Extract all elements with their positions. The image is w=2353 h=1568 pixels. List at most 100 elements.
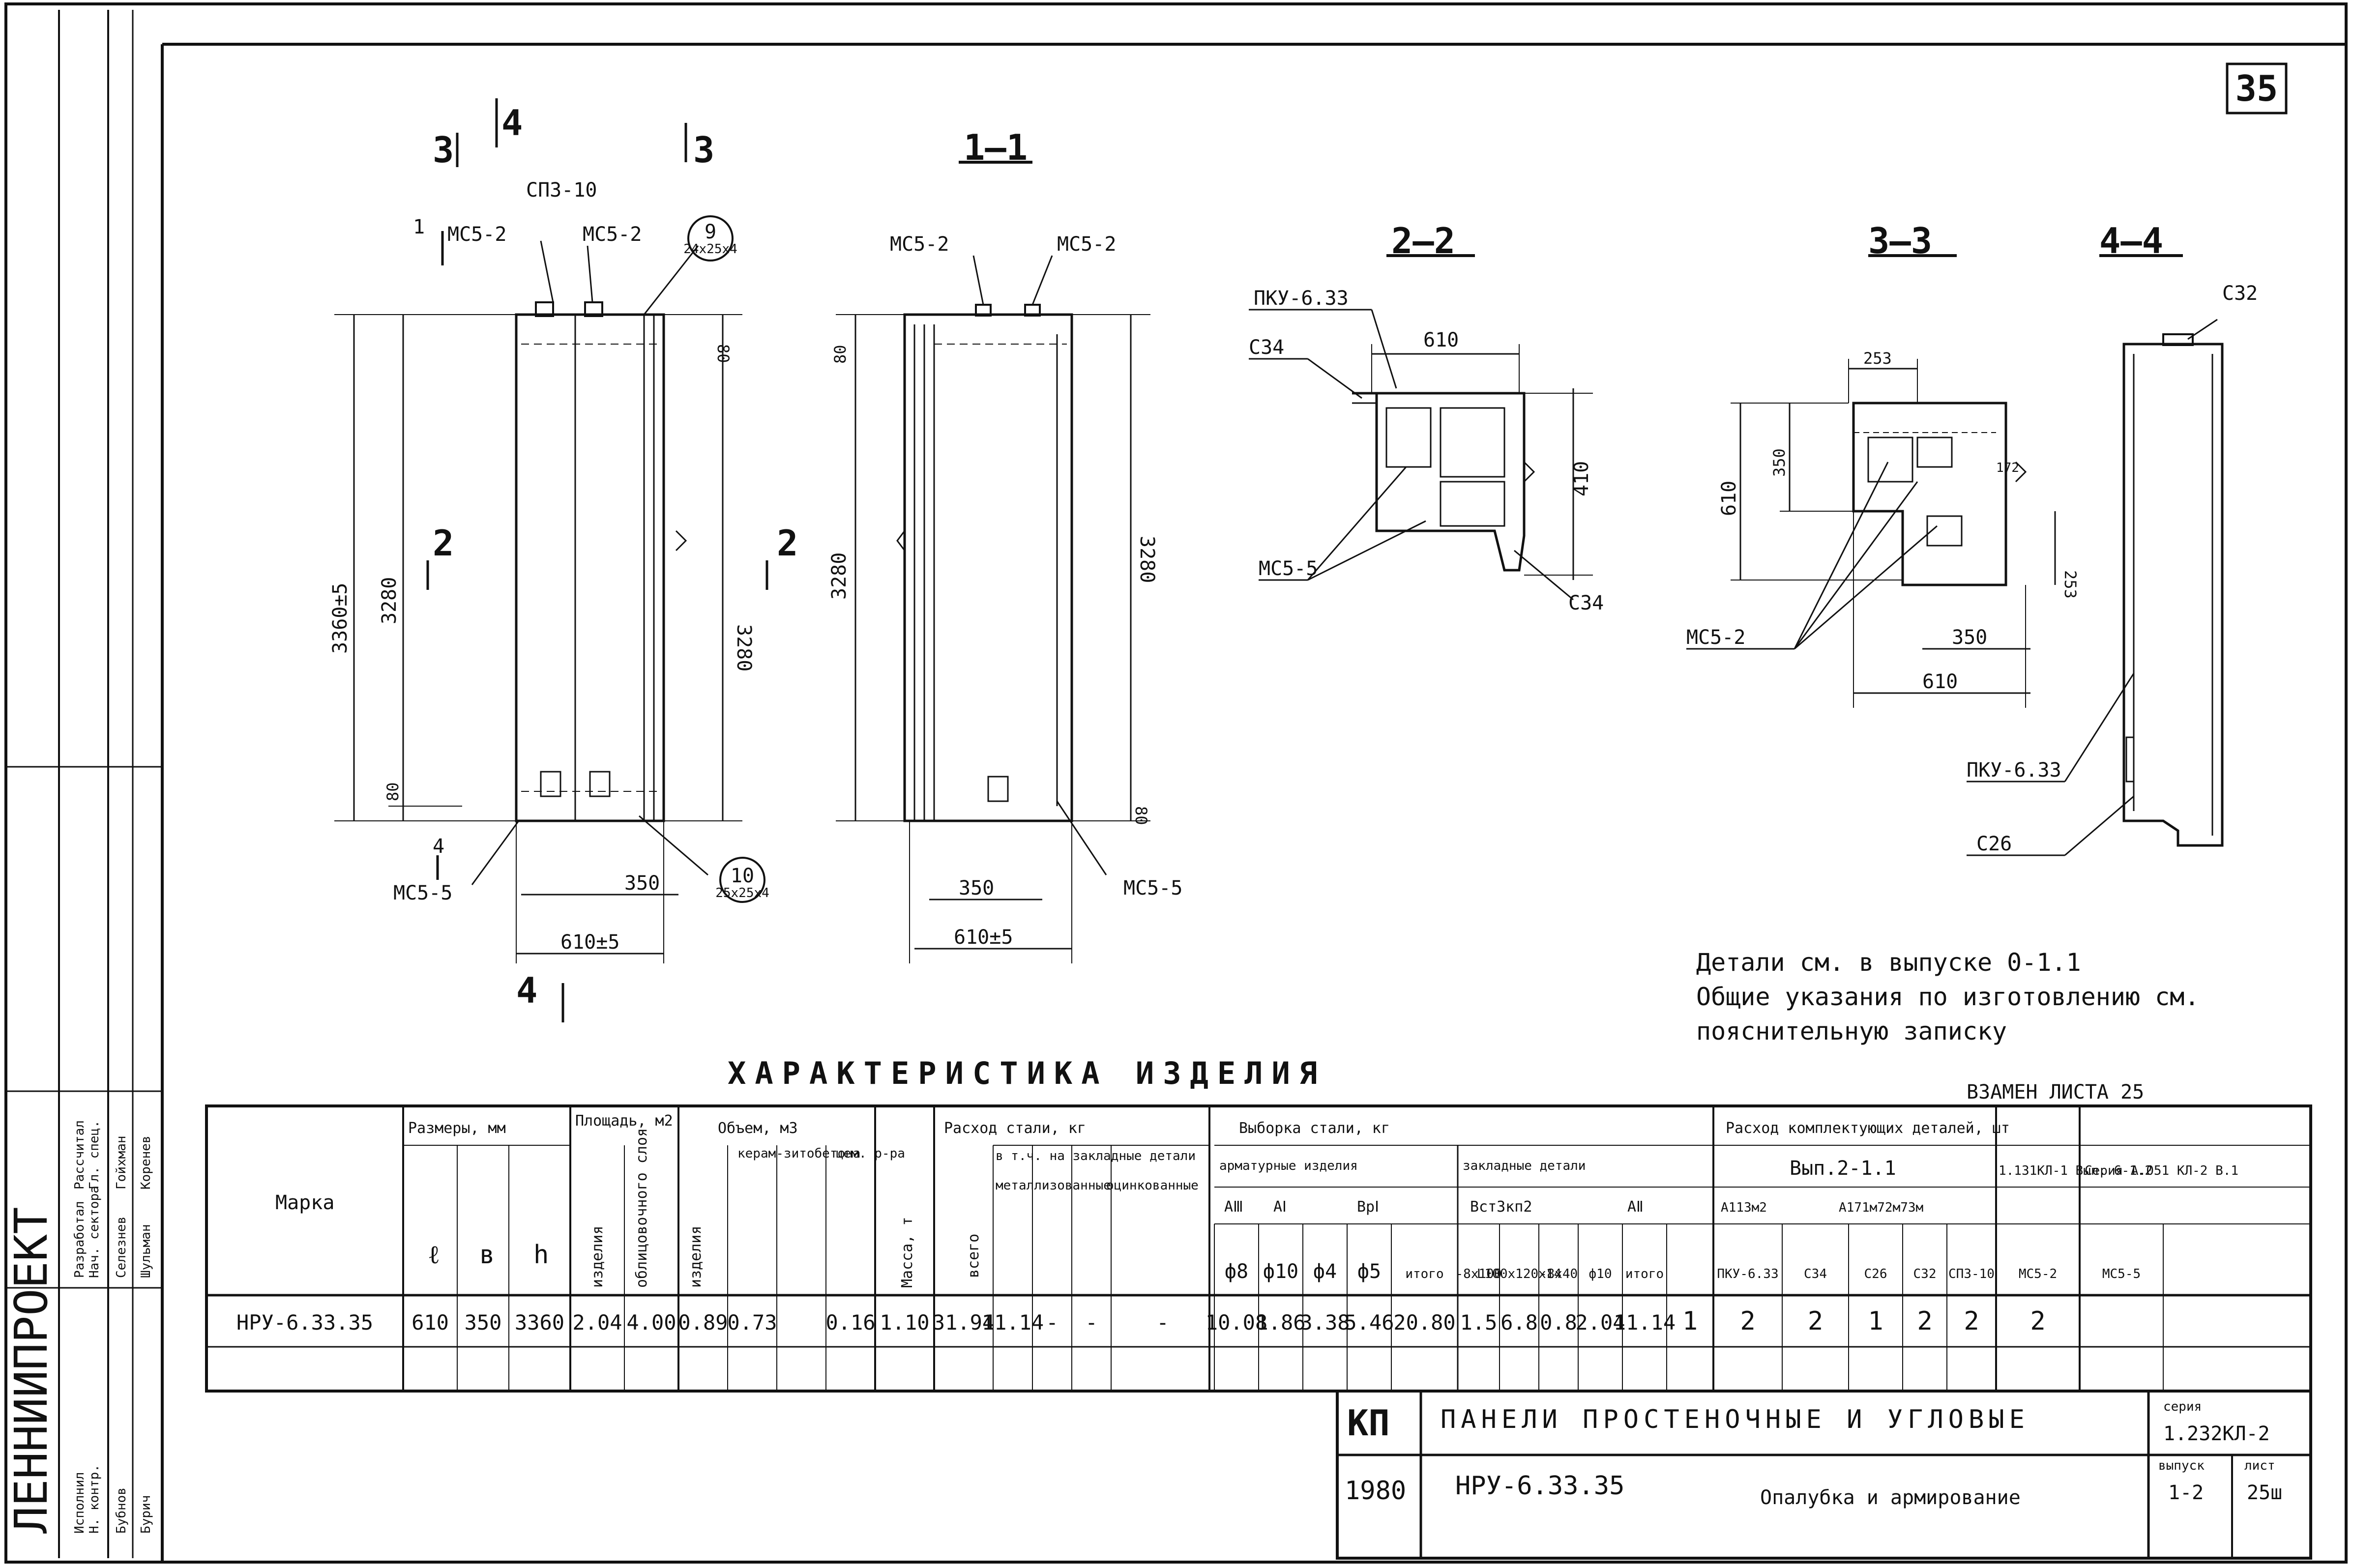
s33-label-ms5-2: МС5-2 [1686,626,1745,649]
table-cell: 1 [1868,1307,1883,1336]
section-2-2-title: 2—2 [1391,220,1455,261]
table-header: Марка Размеры, мм ℓ в h Площадь, м2 изде… [275,1112,2238,1288]
th-embedded-a2: АⅡ [1627,1198,1644,1216]
title-block-text: КП ПАНЕЛИ ПРОСТЕНОЧНЫЕ И УГЛОВЫЕ серия 1… [1345,1399,2282,1509]
table-cell: 1 [1682,1307,1698,1336]
th-rebar-size: ф5 [1357,1260,1381,1283]
th-dimensions: Размеры, мм [408,1120,506,1137]
th-volume-product: изделия [687,1226,705,1288]
sheet-number-box: 35 [2226,62,2288,115]
side-name-0: Селезнев [114,1217,129,1278]
th-dim-b: в [479,1240,495,1270]
callout-9-num: 9 [705,221,716,243]
side-name-1: Гойхман [114,1135,129,1190]
th-volume-keramzit: керам-зитобетона [737,1146,860,1161]
table-cell: 11.14 [1614,1310,1676,1335]
th-area: Площадь, м2 [575,1112,673,1130]
side-org: ЛЕННИИПРОЕКТ [5,1207,58,1534]
section-4-4 [1967,254,2224,856]
s33-dim-253a: 253 [1863,349,1892,368]
front-label-ms5-5: МС5-5 [393,882,452,904]
s22-label-ms5-5: МС5-5 [1259,557,1318,580]
th-rebar: арматурные изделия [1219,1159,1358,1173]
table-cell: 1.10 [880,1310,929,1335]
th-rebar-size: ф4 [1313,1260,1337,1283]
section-3-3-labels: 3—3 МС5-2 253 350 610 350 610 253 172 [1686,220,2080,693]
th-issue1-b: А171м72м73м [1839,1200,1923,1215]
table-cell: 0.73 [727,1310,777,1335]
th-dim-h: h [533,1240,549,1270]
table-cell: 0.16 [825,1310,875,1335]
th-issue3: Серия А.051 КЛ-2 В.1 [2085,1163,2238,1178]
sheet-number: 35 [2235,68,2278,109]
front-dim-610: 610±5 [560,931,619,954]
section-2-2-labels: 2—2 ПКУ-6.33 С34 МС5-5 С34 610 410 [1249,220,1604,614]
front-dim-80b: 80 [383,782,402,801]
th-mark: Марка [275,1191,334,1214]
th-steel-galvanized: оцинкованные [1106,1178,1199,1193]
sheet-border [4,2,2348,1564]
s22-dim-610: 610 [1423,329,1459,351]
section-3-3 [1686,254,2056,708]
front-dim-350: 350 [624,872,660,895]
th-embedded-size: -8х40 [1539,1267,1578,1281]
table-cell: 0.89 [678,1310,728,1335]
s11-dim-80a: 80 [831,345,850,364]
s22-dim-410: 410 [1570,461,1593,496]
front-section-1: 1 [413,216,425,238]
tb-series: 1.232КЛ-2 [2163,1423,2270,1445]
callout-9-sub: 24x25x4 [683,242,737,257]
notes: Детали см. в выпуске 0-1.1 Общие указани… [1696,948,2200,1045]
front-view-labels: 3 4 3 1 2 2 4 4 СП3-10 МС5-2 МС5-2 МС5-5… [329,102,798,1011]
table-cell: - [1156,1310,1169,1335]
s22-label-pku: ПКУ-6.33 [1254,287,1349,310]
table-cell: 2 [1917,1307,1932,1336]
table-cell: 2.04 [1575,1310,1625,1335]
th-rebar-vr1: ВрⅠ [1357,1198,1379,1216]
table-cell: 10.08 [1206,1310,1267,1335]
s11-dim-80b: 80 [1132,806,1150,825]
tb-drawing: Опалубка и армирование [1760,1486,2021,1509]
th-embedded: закладные детали [1463,1159,1586,1173]
replacement-note: ВЗАМЕН ЛИСТА 25 [1967,1081,2144,1103]
th-steel: Расход стали, кг [944,1120,1086,1137]
th-area-facing: облицовочного слоя [633,1128,650,1288]
th-component-mark: МС5-5 [2102,1267,2141,1281]
th-embedded-size: ф10 [1589,1267,1612,1281]
s11-label-ms5-2a: МС5-2 [890,233,949,256]
table-title: ХАРАКТЕРИСТИКА ИЗДЕЛИЯ [728,1055,1326,1091]
th-rebar-size: ф10 [1263,1260,1298,1283]
side-name-5: Бурич [139,1495,153,1534]
table-cell: 3.38 [1300,1310,1350,1335]
table-cell: 2 [1808,1307,1823,1336]
tb-issue: 1-2 [2168,1481,2204,1504]
th-component-mark: СП3-10 [1948,1267,1995,1281]
table-cell: 350 [465,1310,502,1335]
front-label-sp3-10: СП3-10 [526,179,597,202]
front-label-ms5-2a: МС5-2 [447,223,506,246]
table-cell: - [1046,1310,1058,1335]
th-component-mark: С26 [1864,1267,1887,1281]
note-line-2: Общие указания по изготовлению см. [1696,983,2200,1011]
table-cell: 6.8 [1500,1310,1538,1335]
side-name-4: Бубнов [114,1487,129,1534]
th-rebar-size: ф8 [1225,1260,1248,1283]
section-1-1-title: 1—1 [964,127,1028,168]
th-component-mark: МС5-2 [2019,1267,2057,1281]
front-dim-80a: 80 [714,344,733,363]
side-role-3: Гл. спец. [87,1120,102,1190]
s33-dim-172: 172 [1996,461,2019,475]
front-marker-3b: 3 [693,129,714,171]
s22-label-c34a: С34 [1249,336,1284,359]
callout-10-num: 10 [731,865,754,887]
side-role-4: Исполнил [72,1472,87,1534]
front-marker-4: 4 [501,102,523,144]
th-embedded-vst: Вст3кп2 [1470,1198,1532,1216]
side-role-5: Н. контр. [87,1464,102,1534]
note-line-3: пояснительную записку [1696,1017,2007,1045]
side-name-2: Шульман [139,1224,153,1278]
tb-sheet-label: лист [2244,1458,2275,1473]
callout-10-sub: 25x25x4 [715,886,769,900]
